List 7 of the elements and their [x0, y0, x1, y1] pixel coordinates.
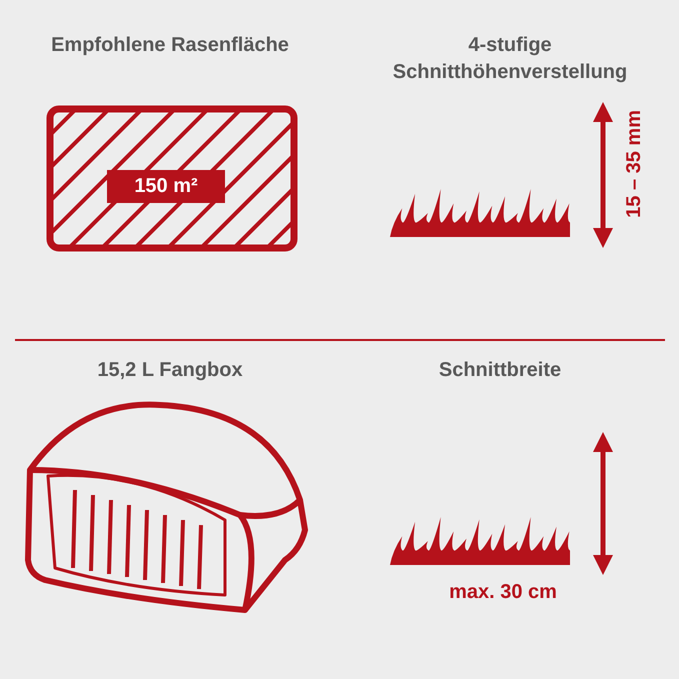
panel-heading: 15,2 L Fangbox: [96, 358, 244, 383]
height-range-label: 15 – 35 mm: [622, 110, 646, 218]
area-badge: 150 m²: [107, 170, 225, 203]
panel-heading: Empfohlene Rasenfläche: [50, 33, 290, 58]
panel-heading: Schnittbreite: [438, 358, 562, 383]
width-label: max. 30 cm: [448, 580, 558, 605]
panel-heading: 4-stufige Schnitthöhenverstellung: [392, 33, 628, 85]
